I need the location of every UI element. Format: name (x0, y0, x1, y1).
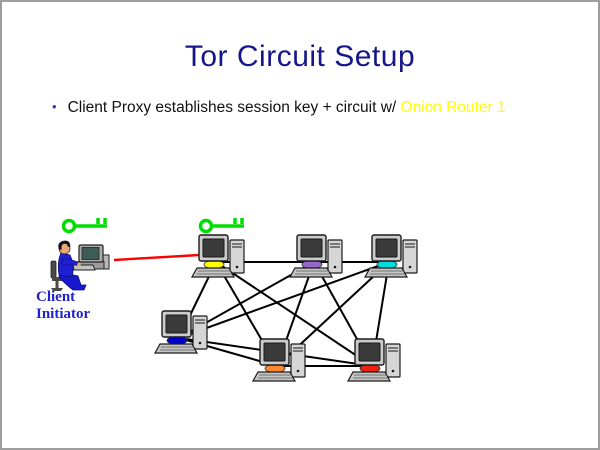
session-key-icons (61, 216, 246, 234)
circuit-link-client-to-onion-router-1 (113, 253, 200, 262)
computer-onion-router-6 (347, 338, 401, 382)
session-key-icon-2 (198, 216, 246, 234)
client-circuit-link (113, 253, 200, 262)
bullet-marker: • (52, 99, 57, 114)
mesh-link-or1-or6 (215, 261, 373, 367)
client-chair (50, 260, 64, 291)
session-key-icon-1 (61, 216, 109, 234)
slide-title: Tor Circuit Setup (184, 40, 416, 73)
client-computer (72, 244, 105, 271)
computer-onion-router-5 (252, 338, 306, 382)
computer-onion-router-3 (364, 234, 418, 278)
client-label-line1: Client (36, 289, 76, 305)
computer-onion-router-4 (154, 310, 208, 354)
computer-onion-router-1 (191, 234, 245, 278)
client-figure (50, 240, 110, 291)
bullet-text: Client Proxy establishes session key + c… (67, 99, 401, 116)
client-person (57, 240, 87, 291)
computer-onion-router-2 (289, 234, 343, 278)
bullet-highlight-text: Onion Router 1 (400, 99, 506, 116)
bullet-line: • Client Proxy establishes session key + … (52, 99, 506, 117)
client-label-line2: Initiator (36, 306, 91, 322)
client-initiator-label: Client Initiator (36, 289, 90, 323)
mesh-link-or3-or4 (178, 261, 390, 339)
